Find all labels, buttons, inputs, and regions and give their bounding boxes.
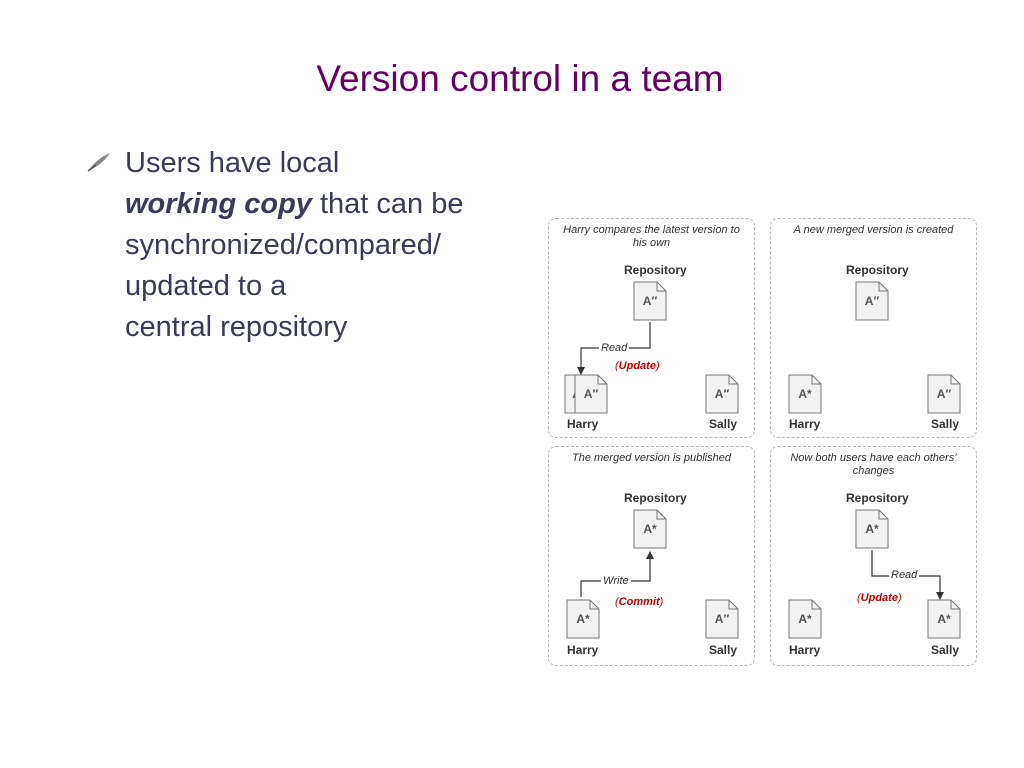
read-arrow-label: Read <box>599 342 630 354</box>
write-arrow-label: Write <box>601 575 631 587</box>
panel-merged-published: The merged version is published Reposito… <box>548 446 755 666</box>
working-copy-emphasis: working copy <box>125 188 312 220</box>
sally-document-icon: A″ <box>927 374 961 414</box>
repository-label: Repository <box>624 263 687 277</box>
bullet-line-1: Users have local <box>125 147 340 179</box>
harry-label: Harry <box>567 643 599 657</box>
sally-document-icon: A″ <box>705 599 739 639</box>
sally-label: Sally <box>709 643 738 657</box>
harry-label: Harry <box>789 643 821 657</box>
commit-action-label: (Commit) <box>615 596 664 608</box>
repository-document-icon: A* <box>633 509 667 549</box>
harry-label: Harry <box>789 417 821 431</box>
harry-document-icon: A* <box>788 374 822 414</box>
slide-title: Version control in a team <box>316 58 724 99</box>
panel-harry-compares: Harry compares the latest version to his… <box>548 218 755 438</box>
repository-document-icon: A″ <box>633 281 667 321</box>
repository-label: Repository <box>846 263 909 277</box>
sally-label: Sally <box>931 417 960 431</box>
sally-document-icon: A* <box>927 599 961 639</box>
harry-document-icon: A* <box>788 599 822 639</box>
bullet-line-4: updated to a <box>125 270 287 302</box>
sally-label: Sally <box>709 417 738 431</box>
repository-document-icon: A″ <box>855 281 889 321</box>
harry-merged-document-icon: A″ <box>574 374 608 414</box>
harry-label: Harry <box>567 417 599 431</box>
sally-document-icon: A″ <box>705 374 739 414</box>
harry-document-icon: A* <box>566 599 600 639</box>
bullet-line-3: synchronized/compared/ <box>125 229 441 261</box>
update-action-label: (Update) <box>615 360 660 372</box>
quill-bullet-icon <box>87 153 110 172</box>
read-arrow-label: Read <box>889 569 920 581</box>
panel-both-updated: Now both users have each others’ changes… <box>770 446 977 666</box>
sally-label: Sally <box>931 643 960 657</box>
panel-caption: A new merged version is created <box>793 224 954 236</box>
repository-label: Repository <box>846 491 909 505</box>
bullet-line-5: central repository <box>125 311 348 343</box>
repository-label: Repository <box>624 491 687 505</box>
panel-caption: Harry compares the latest version to his… <box>563 224 740 249</box>
bullet-line-2-rest: that can be <box>311 188 464 220</box>
panel-merged-created: A new merged version is created Reposito… <box>770 218 977 438</box>
bullet-text: Users have local working copy that can b… <box>125 143 555 348</box>
panel-caption: The merged version is published <box>572 452 731 464</box>
repository-document-icon: A* <box>855 509 889 549</box>
update-action-label: (Update) <box>857 592 902 604</box>
panel-caption: Now both users have each others’ changes <box>790 452 957 477</box>
